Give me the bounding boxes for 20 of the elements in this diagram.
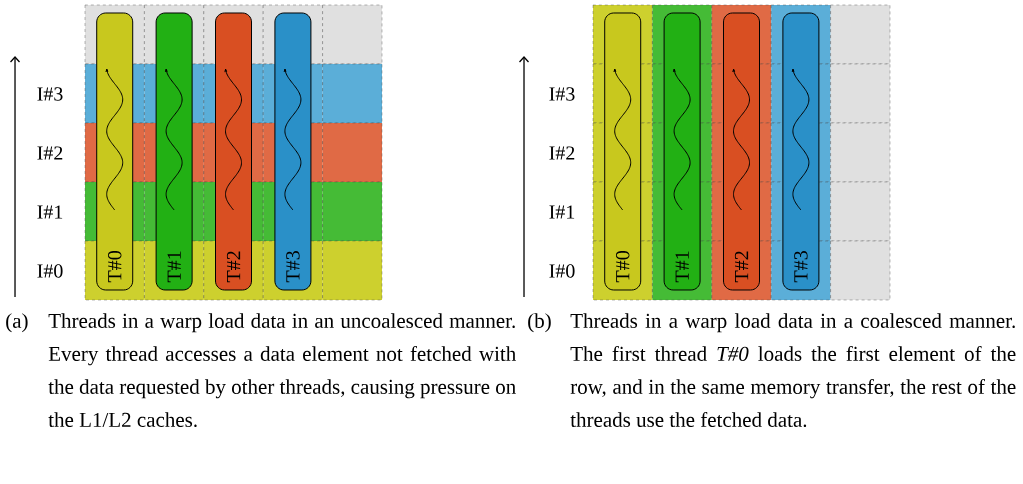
caption: Threads in a warp load data in an uncoalesced manner. Every thread accesses a data element not fetched with the data requested by other threads, causing pressure on the L1/L2 caches.	[48, 313, 516, 428]
thread-bar: T#0	[96, 12, 134, 291]
row-label: I#2	[37, 146, 63, 160]
row-label: I#1	[549, 205, 575, 219]
thread-bar: T#3	[782, 12, 820, 291]
thread-bar: T#1	[155, 12, 193, 291]
caption: Threads in a warp load data in a coalesced manner. The first thread T#0 loads the first element of the row, and in the same memory transfer, the rest of the threads use the fetched data.	[570, 313, 1016, 428]
row-label: I#0	[549, 264, 575, 278]
row-label: I#2	[549, 146, 575, 160]
thread-bar: T#1	[663, 12, 701, 291]
row-label: I#3	[549, 87, 575, 101]
thread-bar: T#2	[723, 12, 760, 291]
row-label: I#3	[37, 87, 63, 101]
thread-bar: T#3	[274, 12, 312, 291]
row-label: I#0	[37, 264, 63, 278]
thread-bar: T#0	[604, 12, 642, 291]
subfigure-label: (b)	[528, 313, 551, 333]
subfigure-label: (a)	[6, 313, 28, 333]
thread-bar: T#2	[215, 12, 252, 291]
row-label: I#1	[37, 205, 63, 219]
